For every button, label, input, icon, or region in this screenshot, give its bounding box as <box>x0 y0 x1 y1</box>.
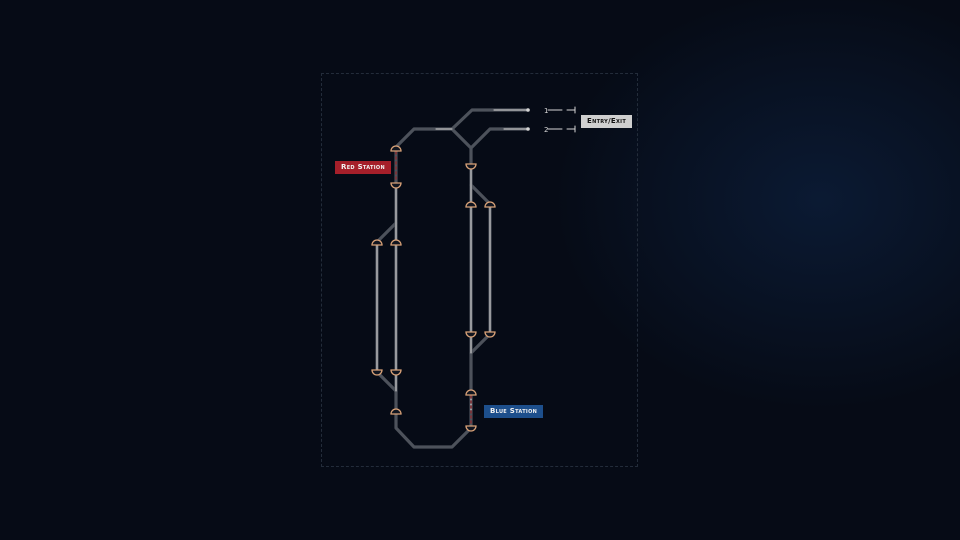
signal-icon[interactable] <box>390 369 402 376</box>
signal-icon[interactable] <box>390 182 402 189</box>
track-top-connector <box>394 127 454 149</box>
entry-1-node <box>526 108 530 112</box>
track-entry-1 <box>450 108 530 131</box>
signal-icon[interactable] <box>390 408 402 415</box>
track-bottom-loop <box>394 408 473 449</box>
track-red-loop <box>375 221 398 393</box>
signal-icon[interactable] <box>465 425 477 432</box>
signal-icon[interactable] <box>465 163 477 170</box>
signal-icon[interactable] <box>465 331 477 338</box>
track-entry-2 <box>469 127 530 150</box>
signal-icon[interactable] <box>371 239 383 246</box>
track-junction-left <box>450 127 473 168</box>
signal-icon[interactable] <box>484 331 496 338</box>
signal-icon[interactable] <box>484 201 496 208</box>
track-blue-loop <box>469 183 492 355</box>
track-2-number: 2 <box>544 126 548 134</box>
entry-exit-label: Entry/Exit <box>581 115 633 128</box>
red-station-label: Red Station <box>335 161 391 174</box>
signal-icon[interactable] <box>465 201 477 208</box>
signal-icon[interactable] <box>465 389 477 396</box>
signal-icon[interactable] <box>390 145 402 152</box>
rail-network-board <box>321 73 638 467</box>
entry-2-arrow <box>547 125 576 133</box>
signal-icon[interactable] <box>390 239 402 246</box>
entry-2-node <box>526 127 530 131</box>
signal-icon[interactable] <box>371 369 383 376</box>
track-1-number: 1 <box>544 107 548 115</box>
blue-station-label: Blue Station <box>484 405 544 418</box>
entry-1-arrow <box>547 106 576 114</box>
